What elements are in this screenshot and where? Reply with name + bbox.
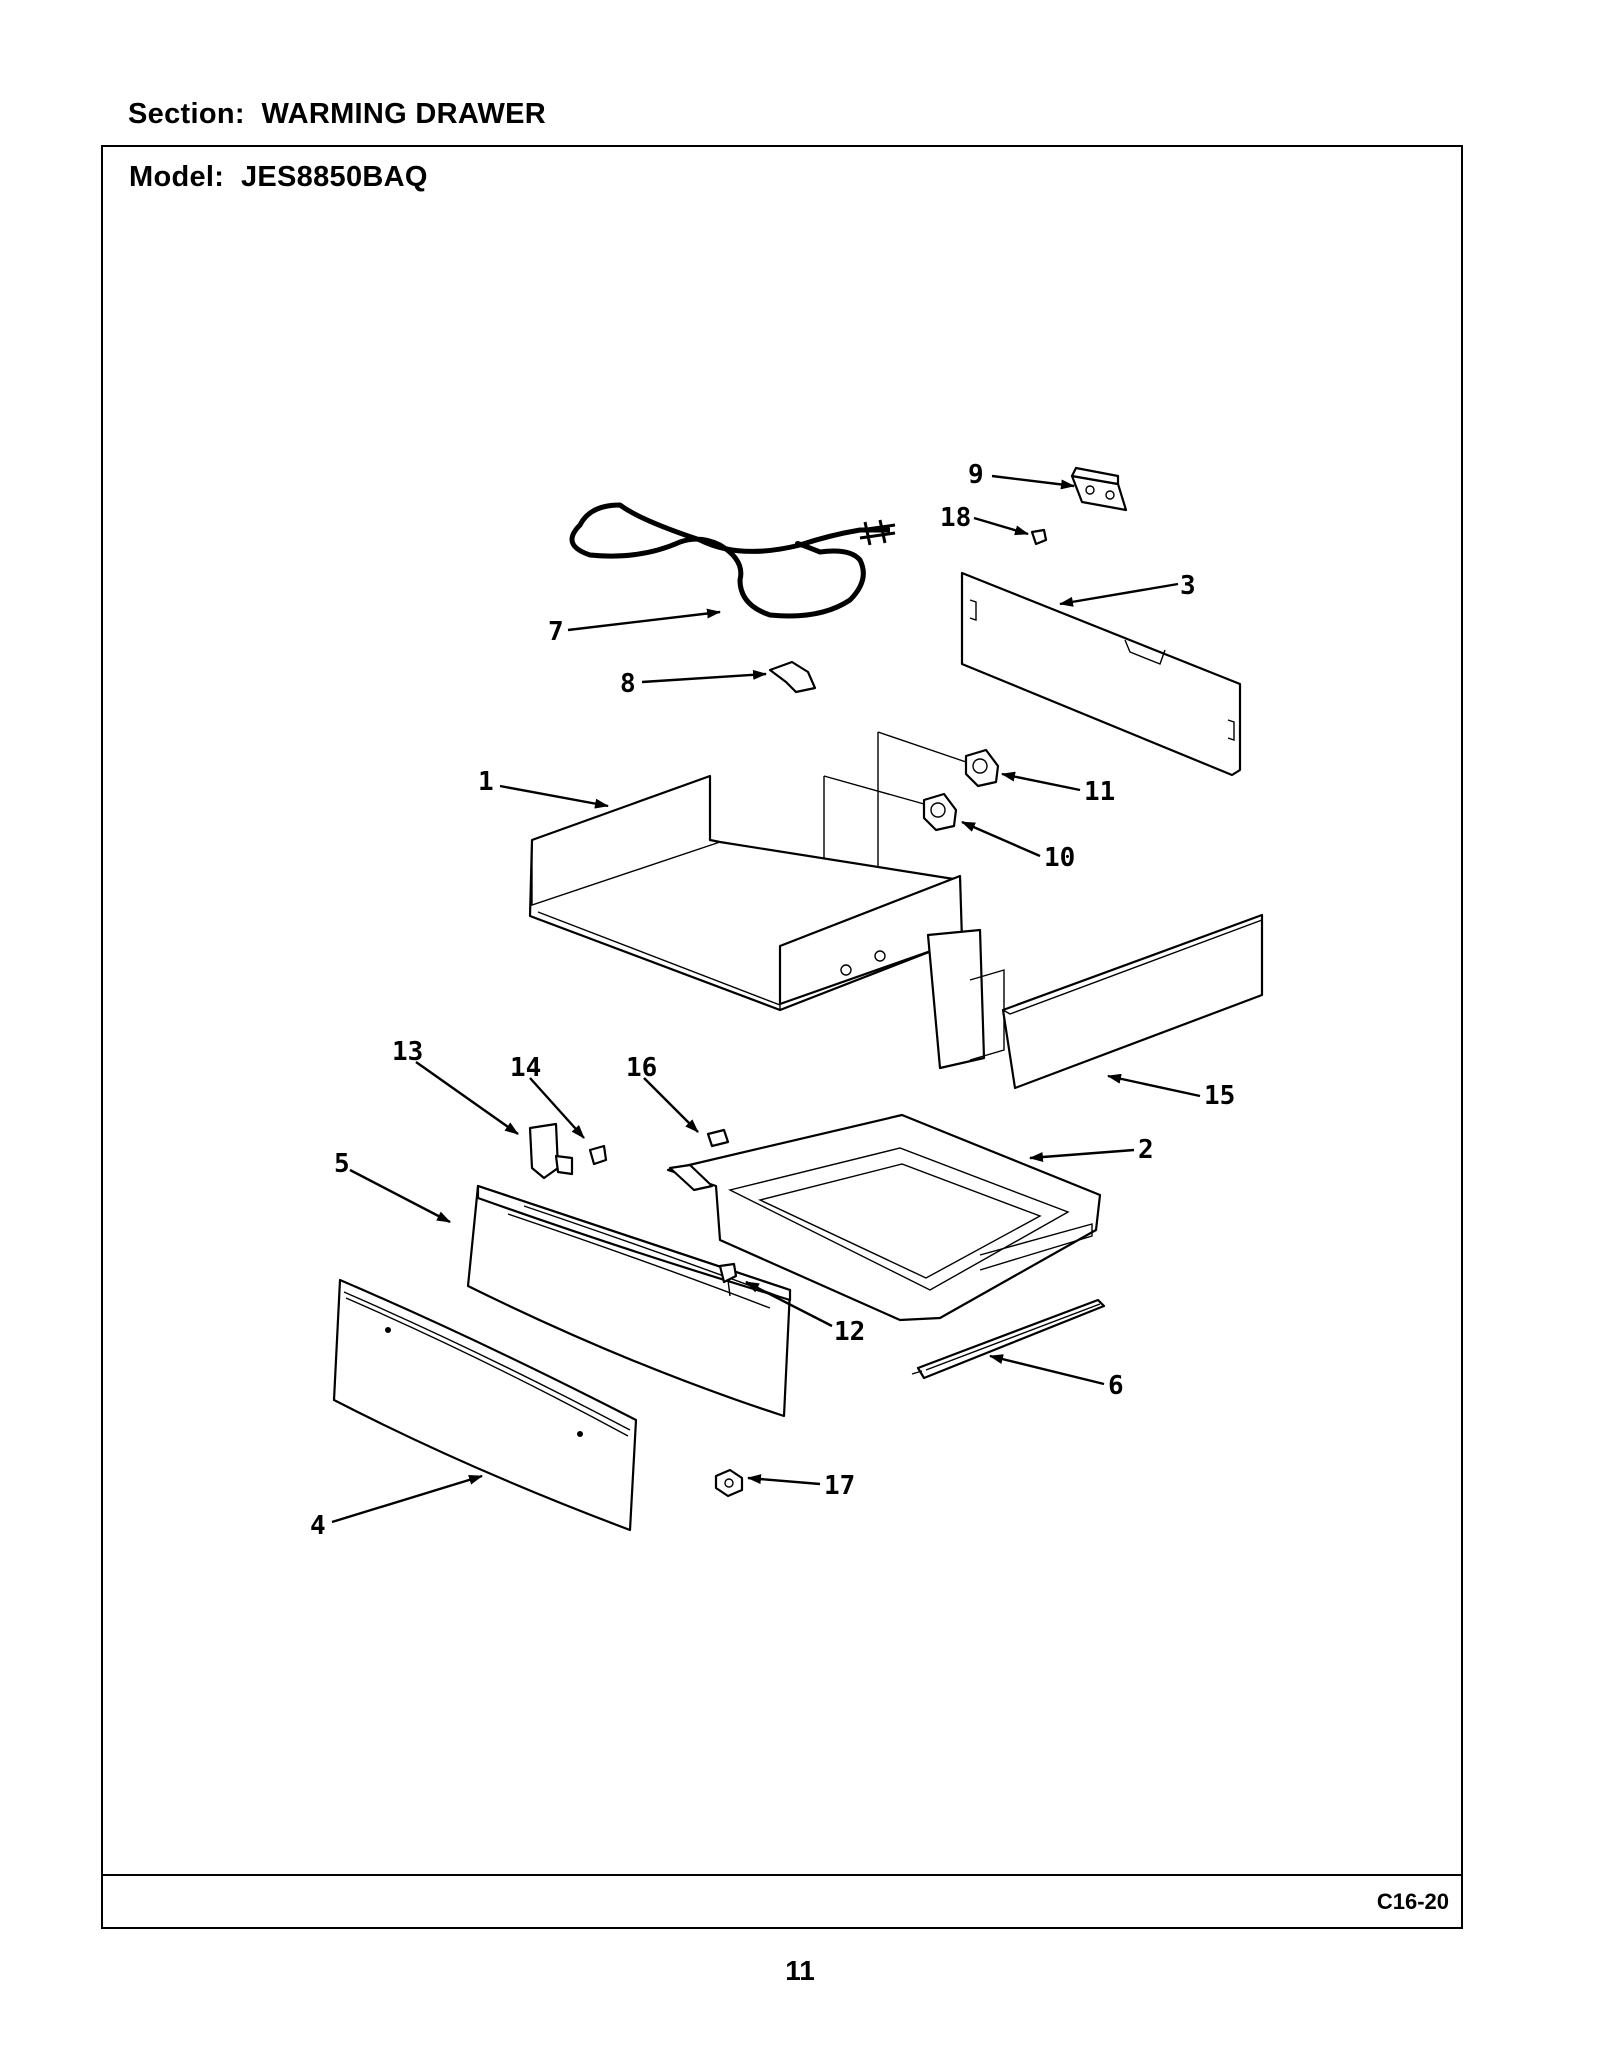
callout-4: 4	[310, 1511, 326, 1541]
section-title: Section: WARMING DRAWER	[128, 98, 546, 131]
part-thermostat-11	[964, 748, 1000, 788]
callout-9: 9	[968, 460, 984, 490]
part-screw-14	[588, 1144, 608, 1166]
callout-10: 10	[1044, 843, 1075, 873]
part-bracket-13	[528, 1122, 574, 1180]
callout-16: 16	[626, 1053, 657, 1083]
callout-labels: 9 18 3 7 8 11 10 1 15 13 14 16 2 5 12 6 …	[310, 460, 1235, 1541]
leader-lines	[331, 474, 1201, 1524]
callout-8: 8	[620, 669, 636, 699]
part-clip-8	[768, 660, 817, 694]
callout-15: 15	[1204, 1081, 1235, 1111]
part-thermostat-10	[922, 792, 958, 832]
callout-3: 3	[1180, 571, 1196, 601]
part-slide-rail	[911, 1298, 1106, 1380]
part-screw-12	[718, 1262, 738, 1297]
callout-12: 12	[834, 1317, 865, 1347]
section-value: WARMING DRAWER	[261, 98, 547, 130]
part-nut-17	[714, 1468, 744, 1498]
model-title: Model: JES8850BAQ	[129, 161, 428, 194]
callout-6: 6	[1108, 1371, 1124, 1401]
part-heating-element	[569, 502, 896, 619]
part-screw-18	[1030, 528, 1048, 546]
callout-13: 13	[392, 1037, 423, 1067]
callout-7: 7	[548, 617, 564, 647]
part-side-panel-15	[926, 913, 1264, 1090]
part-front-panel	[466, 1184, 792, 1418]
section-label: Section:	[128, 98, 245, 130]
part-rear-panel	[960, 571, 1242, 777]
callout-5: 5	[334, 1149, 350, 1179]
page-number: 11	[785, 1955, 815, 1986]
diagram-frame: Model: JES8850BAQ C16-20	[101, 145, 1463, 1929]
part-drawer-pan	[666, 1113, 1102, 1322]
callout-1: 1	[478, 767, 494, 797]
model-label: Model:	[129, 161, 225, 193]
callout-2: 2	[1138, 1135, 1154, 1165]
callout-18: 18	[940, 503, 971, 533]
part-bracket-9	[1070, 466, 1128, 512]
part-drawer-liner	[528, 774, 964, 1012]
callout-17: 17	[824, 1471, 855, 1501]
callout-11: 11	[1084, 777, 1115, 807]
model-value: JES8850BAQ	[240, 161, 428, 193]
callout-14: 14	[510, 1053, 541, 1083]
diagram-code: C16-20	[1376, 1889, 1449, 1914]
part-door-face	[332, 1278, 638, 1532]
part-block-16	[706, 1128, 730, 1148]
footer-divider	[103, 1874, 1461, 1876]
